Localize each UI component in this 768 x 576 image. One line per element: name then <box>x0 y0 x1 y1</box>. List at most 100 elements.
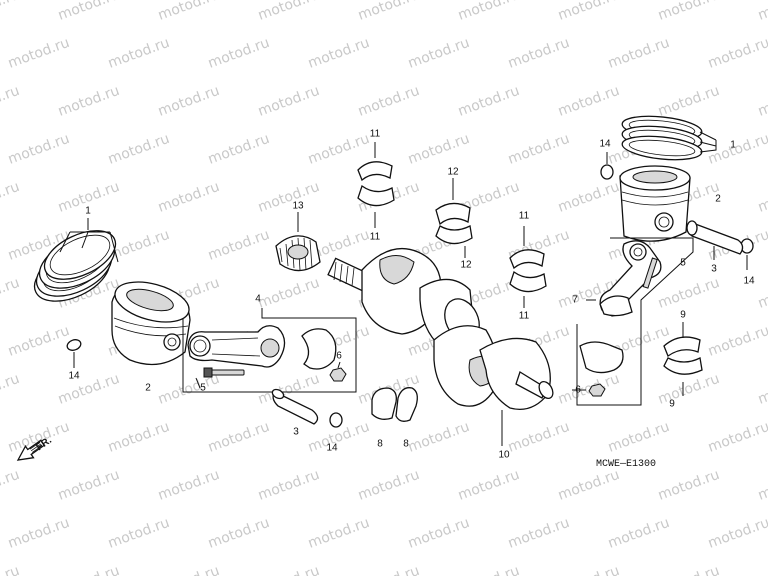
watermark-text: motod.ru <box>206 419 272 456</box>
watermark-text: motod.ru <box>306 515 372 552</box>
watermark-text: motod.ru <box>206 515 272 552</box>
circlip-left <box>66 339 82 351</box>
bearing-shells-9 <box>663 336 703 375</box>
crankshaft <box>327 248 554 411</box>
watermark-text: motod.ru <box>456 83 522 120</box>
watermark-text: motod.ru <box>656 0 722 24</box>
watermark-text: motod.ru <box>6 515 72 552</box>
conrod-right <box>599 240 662 317</box>
diagram-code: MCWE—E1300 <box>596 459 656 470</box>
callout-7: 7 <box>572 295 578 306</box>
watermark-text: motod.ru <box>406 515 472 552</box>
watermark-text: motod.ru <box>356 467 422 504</box>
watermark-text: motod.ru <box>306 131 372 168</box>
watermark-text: motod.ru <box>506 515 572 552</box>
watermark-text: motod.ru <box>106 131 172 168</box>
watermark-text: motod.ru <box>406 419 472 456</box>
conrod-cap-left <box>301 328 337 370</box>
watermark-text: motod.ru <box>706 515 768 552</box>
watermark-text: motod.ru <box>0 563 22 576</box>
watermark-text: motod.ru <box>256 563 322 576</box>
watermark-text: motod.ru <box>706 131 768 168</box>
callout-5-left: 5 <box>200 383 206 394</box>
watermark-text: motod.ru <box>206 131 272 168</box>
watermark-text: motod.ru <box>0 467 22 504</box>
circlip-right-top <box>600 164 614 180</box>
conrod-cap-right <box>579 341 624 374</box>
conrod-nut-left <box>329 367 347 382</box>
watermark-text: motod.ru <box>6 131 72 168</box>
watermark-text: motod.ru <box>106 419 172 456</box>
callout-14-right-top: 14 <box>599 139 611 150</box>
callout-8-a: 8 <box>377 439 383 450</box>
callout-12-a: 12 <box>447 167 459 178</box>
watermark-text: motod.ru <box>756 83 768 120</box>
watermark-text: motod.ru <box>56 371 122 408</box>
watermark-text: motod.ru <box>156 179 222 216</box>
watermark-text: motod.ru <box>456 467 522 504</box>
main-bearing-8 <box>371 387 418 422</box>
watermark-text: motod.ru <box>406 131 472 168</box>
callout-1-left: 1 <box>85 206 91 217</box>
cam-chain-sprocket <box>275 235 321 272</box>
watermark-text: motod.ru <box>756 563 768 576</box>
callout-14-pin-left: 14 <box>326 443 338 454</box>
watermark-text: motod.ru <box>656 83 722 120</box>
watermark-text: motod.ru <box>256 467 322 504</box>
callout-13: 13 <box>292 201 304 212</box>
callout-14-right-bottom: 14 <box>743 276 755 287</box>
piston-rings-left <box>33 230 117 302</box>
callout-4: 4 <box>255 294 261 305</box>
callout-12-b: 12 <box>460 260 472 271</box>
callout-9-top: 9 <box>680 310 686 321</box>
watermark-text: motod.ru <box>406 35 472 72</box>
watermark-text: motod.ru <box>656 371 722 408</box>
callout-3-left: 3 <box>293 427 299 438</box>
conrod-bolt-left <box>203 367 245 378</box>
watermark-text: motod.ru <box>56 0 122 24</box>
watermark-text: motod.ru <box>656 467 722 504</box>
watermark-text: motod.ru <box>556 371 622 408</box>
watermark-text: motod.ru <box>756 0 768 24</box>
watermark-text: motod.ru <box>206 35 272 72</box>
piston-rings-right <box>621 115 703 161</box>
watermark-text: motod.ru <box>156 0 222 24</box>
watermark-text: motod.ru <box>756 467 768 504</box>
callout-11-c: 11 <box>519 211 530 222</box>
callout-6-left: 6 <box>336 351 342 362</box>
watermark-text: motod.ru <box>106 515 172 552</box>
watermark-text: motod.ru <box>256 83 322 120</box>
watermark-text: motod.ru <box>156 563 222 576</box>
callout-2-left: 2 <box>145 383 151 394</box>
circlip-pin-left <box>329 412 343 428</box>
watermark-text: motod.ru <box>256 179 322 216</box>
callout-11-d: 11 <box>519 311 530 322</box>
watermark-text: motod.ru <box>606 419 672 456</box>
watermark-text: motod.ru <box>556 179 622 216</box>
watermark-text: motod.ru <box>156 83 222 120</box>
piston-right <box>619 165 691 242</box>
watermark-text: motod.ru <box>456 0 522 24</box>
callout-11-a: 11 <box>370 129 381 140</box>
callout-11-b: 11 <box>370 232 381 243</box>
watermark-text: motod.ru <box>456 563 522 576</box>
watermark-text: motod.ru <box>0 275 22 312</box>
watermark-text: motod.ru <box>606 35 672 72</box>
callout-2-right: 2 <box>715 194 721 205</box>
watermark-text: motod.ru <box>0 83 22 120</box>
watermark-text: motod.ru <box>0 179 22 216</box>
conrod-left <box>187 325 286 368</box>
bearing-shells-12 <box>435 202 473 245</box>
watermark-text: motod.ru <box>706 35 768 72</box>
callout-3-right: 3 <box>711 264 717 275</box>
front-direction-arrow <box>16 439 46 461</box>
watermark-text: motod.ru <box>556 0 622 24</box>
watermark-text: motod.ru <box>56 83 122 120</box>
watermark-text: motod.ru <box>706 323 768 360</box>
callout-14-left: 14 <box>68 371 80 382</box>
callout-5-right: 5 <box>680 258 686 269</box>
bearing-shells-11-upper <box>357 161 395 207</box>
watermark-text: motod.ru <box>656 275 722 312</box>
callout-9-bottom: 9 <box>669 399 675 410</box>
watermark-text: motod.ru <box>56 467 122 504</box>
